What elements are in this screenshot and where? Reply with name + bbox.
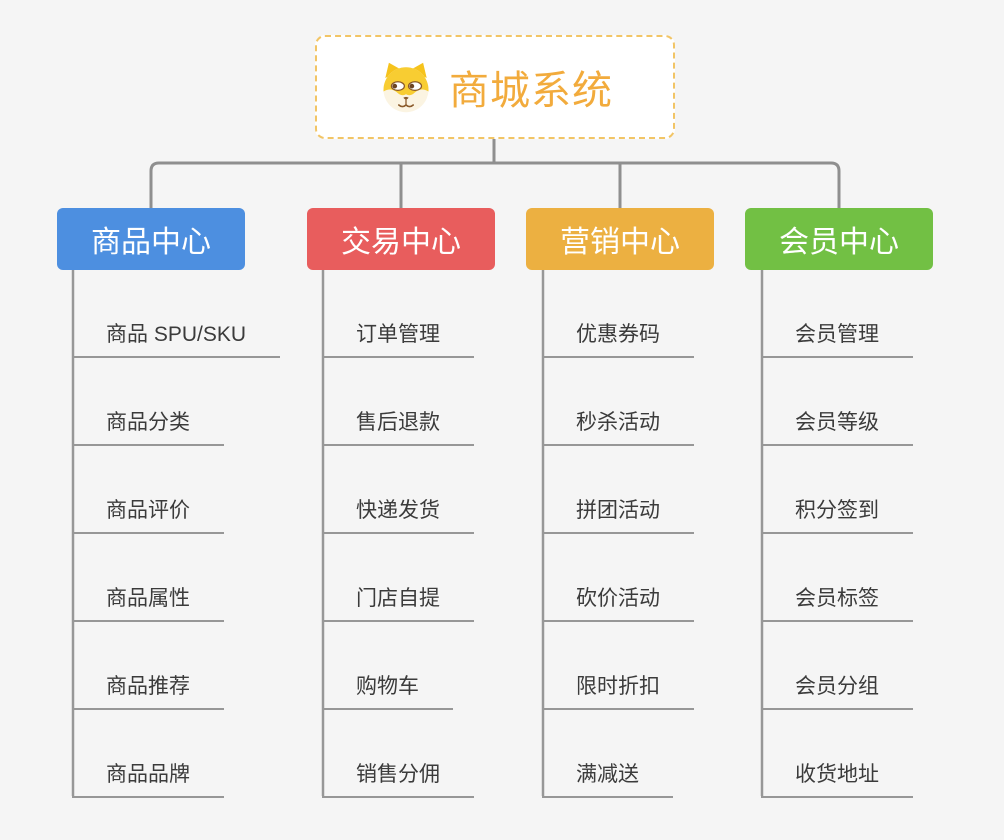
mindmap-item[interactable]: 拼团活动 [542,492,694,534]
mindmap-item[interactable]: 积分签到 [761,492,913,534]
branch-items-marketing-center: 优惠券码 秒杀活动 拼团活动 砍价活动 限时折扣 满减送 [542,270,694,798]
mindmap-item[interactable]: 会员管理 [761,316,913,358]
mindmap-item[interactable]: 商品品牌 [72,756,224,798]
branch-node-product-center[interactable]: 商品中心 [57,208,245,270]
mindmap-item[interactable]: 商品 SPU/SKU [72,316,281,358]
branch-node-member-center[interactable]: 会员中心 [745,208,933,270]
branch-items-trade-center: 订单管理 售后退款 快递发货 门店自提 购物车 销售分佣 [322,270,474,798]
mindmap-item[interactable]: 会员等级 [761,404,913,446]
mindmap-item[interactable]: 满减送 [542,756,673,798]
mindmap-item[interactable]: 快递发货 [322,492,474,534]
mindmap-item[interactable]: 商品推荐 [72,668,224,710]
branch-node-trade-center[interactable]: 交易中心 [307,208,495,270]
branch-node-marketing-center[interactable]: 营销中心 [526,208,714,270]
branch-items-member-center: 会员管理 会员等级 积分签到 会员标签 会员分组 收货地址 [761,270,913,798]
mindmap-item[interactable]: 订单管理 [322,316,474,358]
mindmap-item[interactable]: 商品属性 [72,580,224,622]
mindmap-item[interactable]: 砍价活动 [542,580,694,622]
doge-face-icon [383,62,429,113]
mindmap-item[interactable]: 优惠券码 [542,316,694,358]
mindmap-item[interactable]: 会员分组 [761,668,913,710]
mindmap-item[interactable]: 限时折扣 [542,668,694,710]
mindmap-item[interactable]: 商品分类 [72,404,224,446]
mindmap-item[interactable]: 购物车 [322,668,453,710]
mindmap-item[interactable]: 售后退款 [322,404,474,446]
root-title: 商城系统 [449,69,613,113]
mindmap-item[interactable]: 销售分佣 [322,756,474,798]
mindmap-item[interactable]: 门店自提 [322,580,474,622]
mindmap-item[interactable]: 秒杀活动 [542,404,694,446]
branch-items-product-center: 商品 SPU/SKU 商品分类 商品评价 商品属性 商品推荐 商品品牌 [72,270,281,798]
mindmap-item[interactable]: 商品评价 [72,492,224,534]
mindmap-item[interactable]: 会员标签 [761,580,913,622]
root-node[interactable]: 商城系统 [315,35,675,139]
mindmap-item[interactable]: 收货地址 [761,756,913,798]
